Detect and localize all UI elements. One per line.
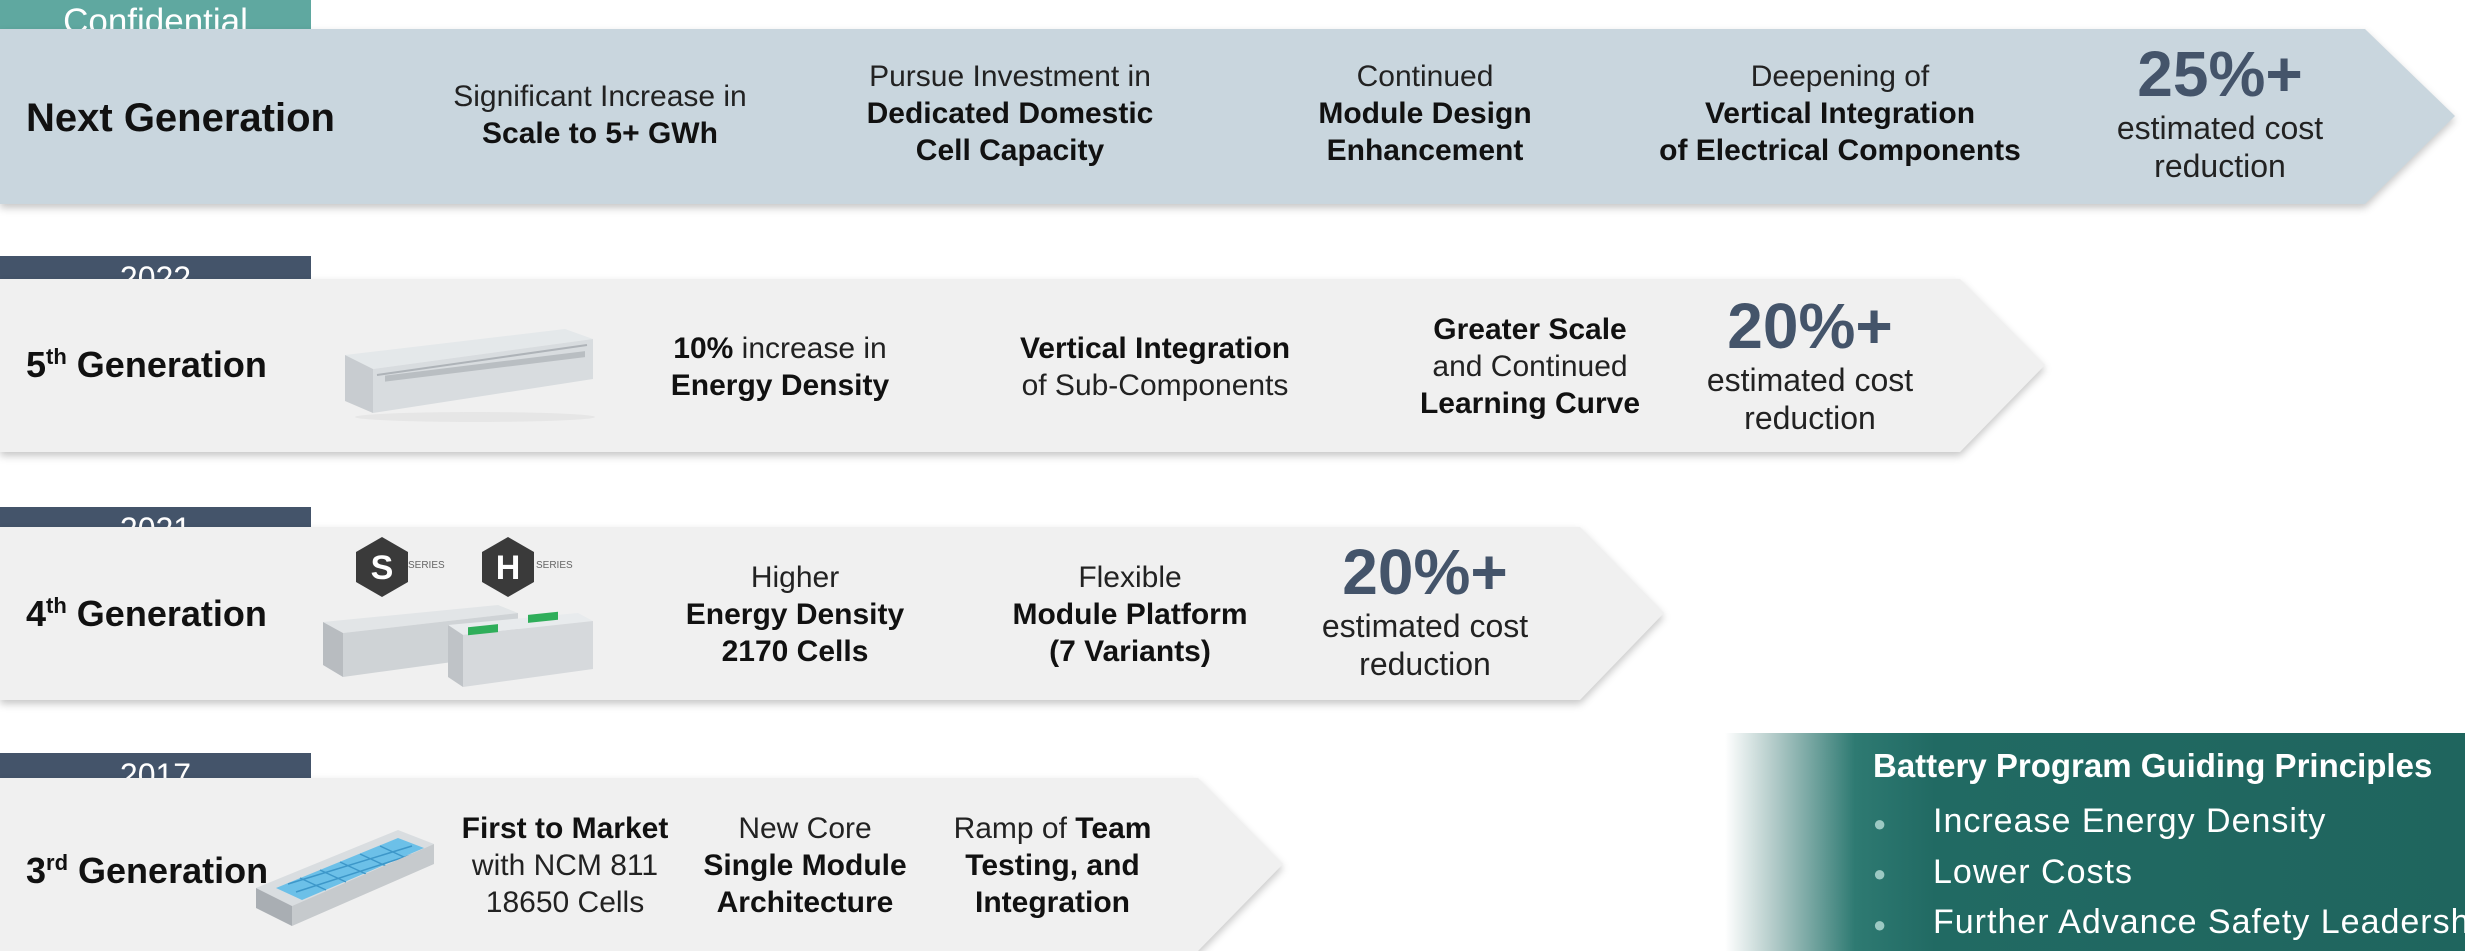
- gen3-label: 3rd Generation: [26, 850, 269, 891]
- gen4-modules-image: [323, 605, 593, 687]
- bullet-icon: ●: [1873, 911, 1888, 937]
- guiding-principles-panel: Battery Program Guiding Principles ●Incr…: [1725, 733, 2465, 951]
- guiding-principles-title: Battery Program Guiding Principles: [1873, 747, 2433, 784]
- s-series-text: SERIES: [408, 560, 445, 571]
- gen3-module-image: [256, 830, 434, 926]
- gen5-arrow: [0, 279, 2045, 452]
- svg-text:S: S: [371, 549, 394, 587]
- next-generation-label: Next Generation: [26, 96, 335, 140]
- bullet-icon: ●: [1873, 861, 1888, 887]
- gen5-cost-reduction: 20%+ estimated cost reduction: [1706, 290, 1914, 436]
- guiding-principles-list: ●Increase Energy Density ●Lower Costs ●F…: [1873, 797, 2465, 949]
- gen4-cost-reduction: 20%+ estimated cost reduction: [1321, 536, 1529, 682]
- gen4-label: 4th Generation: [26, 593, 267, 634]
- bullet-icon: ●: [1873, 810, 1888, 836]
- h-series-text: SERIES: [536, 560, 573, 571]
- h-series-logo: H: [482, 537, 534, 597]
- svg-text:H: H: [496, 549, 521, 587]
- s-series-logo: S: [356, 537, 408, 597]
- next-generation-arrow: [0, 29, 2455, 204]
- gen5-module-image: [345, 329, 595, 422]
- principle-item: ●Lower Costs: [1873, 848, 2465, 899]
- principle-item: ●Increase Energy Density: [1873, 797, 2465, 848]
- gen5-label: 5th Generation: [26, 344, 267, 385]
- principle-item: ●Further Advance Safety Leadership: [1873, 898, 2465, 949]
- next-cost-reduction: 25%+ estimated cost reduction: [2116, 38, 2324, 184]
